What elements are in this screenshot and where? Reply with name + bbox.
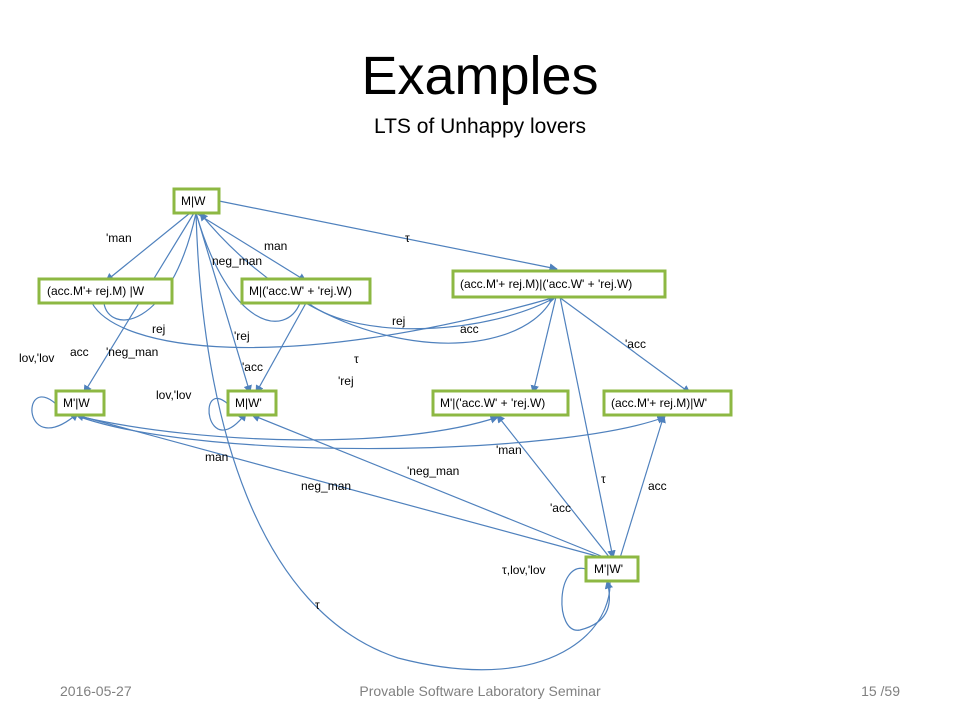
node-accrej-accrej-label: (acc.M'+ rej.M)|('acc.W' + 'rej.W): [460, 277, 632, 291]
edge-label: man: [205, 450, 228, 464]
edge-label: lov,'lov: [156, 388, 191, 402]
edge-label: τ,lov,'lov: [502, 563, 546, 577]
edge-m-accrej-rej: [307, 296, 557, 330]
node-accrej-wp-label: (acc.M'+ rej.M)|W': [611, 396, 707, 410]
node-m-accrej: M|('acc.W' + 'rej.W): [240, 277, 372, 305]
edge-label: neg_man: [301, 479, 351, 493]
edge-mp-wp-to-m-wp: [251, 413, 607, 559]
edge-label: 'acc: [242, 360, 263, 374]
edge-accrej-accrej-to-mp-accrej: [530, 296, 557, 394]
node-mp-w: M'|W: [54, 389, 106, 417]
edge-label: acc: [460, 322, 479, 336]
edge-label: 'acc: [550, 501, 571, 515]
edge-label: τ: [405, 231, 410, 245]
edge-label: acc: [648, 479, 667, 493]
edge-accrej-accrej-to-accrej-wp: [558, 296, 691, 394]
edge-mp-w-to-accrej-wp: [79, 415, 666, 450]
node-mp-accrej-label: M'|('acc.W' + 'rej.W): [440, 396, 545, 410]
edge-label: 'man: [106, 231, 132, 245]
edge-labels: 'man man neg_man τ rej 'rej rej acc 'acc…: [19, 231, 667, 612]
edge-label: rej: [152, 322, 165, 336]
edge-label: 'rej: [338, 374, 354, 388]
node-m-wp: M|W': [226, 389, 278, 417]
node-mp-wp-label: M'|W': [594, 562, 623, 576]
edge-mw-to-m-wp: [195, 212, 252, 394]
edge-label: 'neg_man: [407, 464, 459, 478]
edge-label: man: [264, 239, 287, 253]
footer-date: 2016-05-27: [60, 683, 132, 699]
edge-label: lov,'lov: [19, 351, 54, 365]
footer-page-number: 15 /59: [861, 683, 900, 699]
node-mw-label: M|W: [181, 194, 206, 208]
edge-label: acc: [70, 345, 89, 359]
node-accrej-w: (acc.M'+ rej.M) |W: [37, 277, 174, 305]
edge-label: τ: [601, 472, 606, 486]
edge-label: 'man: [496, 443, 522, 457]
edge-accrej-neg-man: [91, 295, 557, 349]
edge-accrej-accrej-acc: [199, 212, 554, 344]
node-mp-w-label: M'|W: [63, 396, 90, 410]
edge-label: rej: [392, 314, 405, 328]
edge-mw-to-accrej-accrej: [218, 200, 558, 272]
slide-title: Examples: [361, 46, 599, 106]
node-mw: M|W: [172, 187, 221, 215]
edge-mw-to-accrej-w: [105, 212, 191, 282]
edge-mw-to-m-accrej: [195, 212, 307, 282]
loop-mp-w: [31, 396, 79, 429]
slide-subtitle: LTS of Unhappy lovers: [373, 115, 587, 138]
footer-seminar: Provable Software Laboratory Seminar: [359, 683, 601, 699]
node-accrej-accrej: (acc.M'+ rej.M)|('acc.W' + 'rej.W): [451, 269, 667, 299]
edge-label: neg_man: [212, 254, 262, 268]
edge-label: τ: [315, 598, 320, 612]
edges: [31, 200, 691, 671]
node-accrej-wp: (acc.M'+ rej.M)|W': [602, 389, 733, 417]
edge-label: τ: [354, 352, 359, 366]
loop-mp-wp: [561, 567, 613, 631]
edge-accrej-accrej-to-mp-wp: [559, 296, 616, 559]
edge-label: 'rej: [234, 329, 250, 343]
edge-mp-w-to-mp-accrej: [81, 415, 499, 441]
edge-label: 'acc: [625, 337, 646, 351]
edge-mp-wp-to-mp-w: [75, 412, 605, 559]
node-mp-wp: M'|W': [584, 555, 640, 583]
edge-label: 'neg_man: [106, 345, 158, 359]
node-m-wp-label: M|W': [235, 396, 262, 410]
edge-accrej-rej: [103, 212, 197, 321]
edge-m-accrej-rej-tick: [195, 212, 301, 322]
edge-m-accrej-to-m-wp: [255, 302, 307, 394]
edge-mp-wp-to-accrej-wp: [619, 414, 666, 559]
node-m-accrej-label: M|('acc.W' + 'rej.W): [249, 284, 352, 298]
node-mp-accrej: M'|('acc.W' + 'rej.W): [431, 389, 570, 417]
edge-mw-to-mp-wp-tau: [195, 212, 614, 671]
edge-mp-wp-to-mp-accrej: [496, 414, 611, 559]
node-accrej-w-label: (acc.M'+ rej.M) |W: [47, 284, 145, 298]
loop-m-wp: [208, 397, 247, 431]
